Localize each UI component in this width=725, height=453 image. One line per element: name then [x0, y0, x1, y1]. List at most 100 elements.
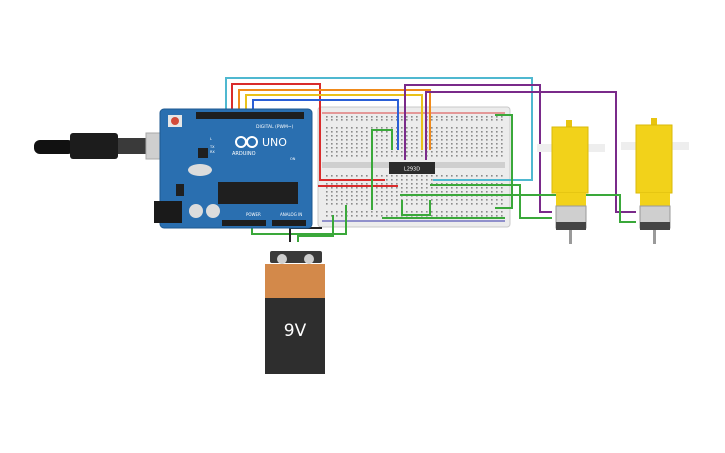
breadboard-hole	[406, 147, 408, 149]
breadboard-hole	[441, 119, 443, 121]
breadboard-hole	[341, 131, 343, 133]
breadboard-hole	[326, 203, 328, 205]
breadboard-hole	[356, 183, 358, 185]
breadboard-hole	[481, 183, 483, 185]
breadboard-hole	[486, 187, 488, 189]
breadboard-hole	[371, 215, 373, 217]
breadboard-hole	[401, 199, 403, 201]
breadboard-hole	[481, 191, 483, 193]
breadboard-hole	[461, 119, 463, 121]
breadboard-hole	[496, 175, 498, 177]
breadboard-hole	[436, 127, 438, 129]
arduino-analog-label: ANALOG IN	[280, 212, 302, 217]
breadboard-hole	[501, 127, 503, 129]
breadboard-hole	[376, 135, 378, 137]
breadboard-hole	[416, 199, 418, 201]
breadboard-hole	[486, 119, 488, 121]
breadboard-hole	[361, 203, 363, 205]
breadboard-hole	[326, 116, 328, 118]
breadboard-hole	[491, 175, 493, 177]
breadboard-hole	[471, 147, 473, 149]
breadboard-hole	[456, 131, 458, 133]
breadboard-hole	[411, 155, 413, 157]
wire-purple-2	[425, 91, 636, 213]
breadboard-hole	[436, 135, 438, 137]
breadboard-hole	[471, 187, 473, 189]
breadboard-hole	[346, 135, 348, 137]
breadboard-hole	[336, 195, 338, 197]
breadboard-hole	[456, 119, 458, 121]
breadboard-hole	[396, 175, 398, 177]
breadboard-hole	[416, 187, 418, 189]
breadboard-hole	[401, 151, 403, 153]
breadboard-hole	[351, 135, 353, 137]
breadboard-hole	[466, 139, 468, 141]
breadboard-hole	[446, 143, 448, 145]
breadboard-hole	[396, 135, 398, 137]
breadboard-hole	[331, 175, 333, 177]
breadboard-hole	[496, 191, 498, 193]
wire-red-top	[231, 83, 385, 181]
breadboard-hole	[386, 131, 388, 133]
arduino-brand: ARDUINO	[232, 151, 256, 157]
breadboard-hole	[436, 143, 438, 145]
breadboard-hole	[376, 143, 378, 145]
breadboard-hole	[366, 199, 368, 201]
breadboard-hole	[386, 143, 388, 145]
breadboard-hole	[436, 155, 438, 157]
breadboard-hole	[366, 151, 368, 153]
breadboard-hole	[356, 191, 358, 193]
breadboard-hole	[391, 151, 393, 153]
breadboard-hole	[346, 195, 348, 197]
breadboard-hole	[461, 199, 463, 201]
breadboard-hole	[341, 191, 343, 193]
breadboard-hole	[361, 215, 363, 217]
breadboard-hole	[376, 187, 378, 189]
breadboard-hole	[386, 147, 388, 149]
breadboard-hole	[446, 199, 448, 201]
breadboard-hole	[446, 175, 448, 177]
breadboard-hole	[446, 187, 448, 189]
breadboard-hole	[486, 203, 488, 205]
breadboard-hole	[486, 127, 488, 129]
arduino-board: UNO ARDUINO DIGITAL (PWM~) POWER ANALOG …	[154, 108, 313, 229]
breadboard-hole	[391, 116, 393, 118]
breadboard-hole	[441, 139, 443, 141]
breadboard-hole	[456, 139, 458, 141]
breadboard-hole	[331, 143, 333, 145]
breadboard-hole	[451, 187, 453, 189]
breadboard-hole	[376, 139, 378, 141]
breadboard-hole	[381, 119, 383, 121]
breadboard-hole	[456, 135, 458, 137]
breadboard-hole	[461, 139, 463, 141]
breadboard-hole	[481, 139, 483, 141]
breadboard-hole	[406, 155, 408, 157]
breadboard-hole	[356, 143, 358, 145]
breadboard-hole	[491, 187, 493, 189]
breadboard-hole	[446, 116, 448, 118]
breadboard-hole	[486, 175, 488, 177]
breadboard-hole	[491, 215, 493, 217]
breadboard-hole	[366, 183, 368, 185]
breadboard-hole	[411, 175, 413, 177]
breadboard-hole	[346, 143, 348, 145]
breadboard-hole	[481, 175, 483, 177]
arduino-logo-icon	[235, 136, 258, 148]
breadboard-hole	[416, 143, 418, 145]
breadboard-hole	[501, 151, 503, 153]
breadboard-hole	[436, 139, 438, 141]
breadboard-hole	[376, 147, 378, 149]
breadboard-hole	[366, 147, 368, 149]
breadboard-hole	[386, 203, 388, 205]
breadboard-hole	[351, 143, 353, 145]
breadboard-hole	[386, 175, 388, 177]
breadboard-hole	[461, 116, 463, 118]
breadboard-hole	[356, 135, 358, 137]
breadboard-hole	[501, 203, 503, 205]
breadboard-hole	[336, 143, 338, 145]
breadboard-hole	[421, 183, 423, 185]
arduino-tx-label: TX	[209, 145, 215, 149]
breadboard-hole	[491, 151, 493, 153]
breadboard-hole	[481, 199, 483, 201]
breadboard-hole	[351, 187, 353, 189]
